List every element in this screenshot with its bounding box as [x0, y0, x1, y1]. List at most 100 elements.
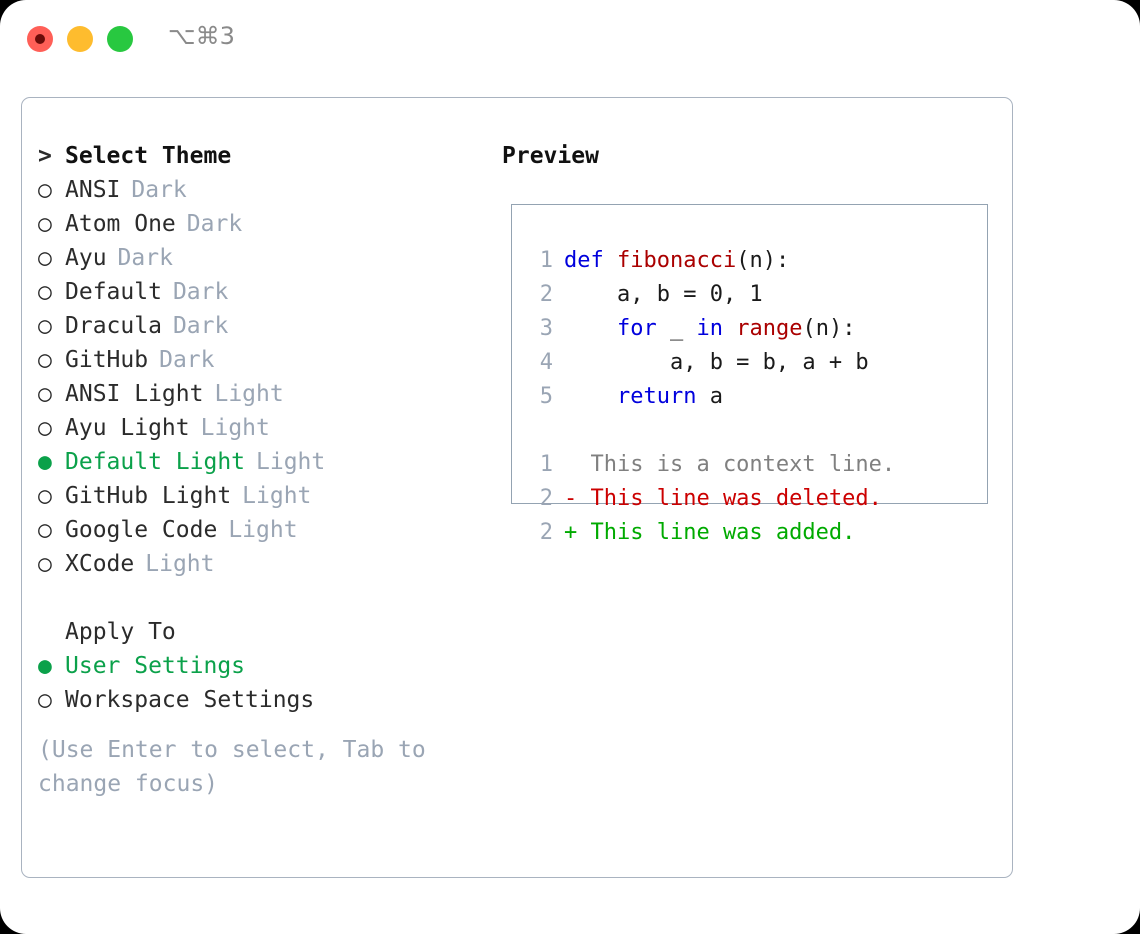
code-token	[723, 316, 736, 341]
theme-option-label: ANSI	[65, 177, 121, 203]
apply-to-header-label: Apply To	[65, 619, 176, 645]
line-number: 2	[539, 486, 553, 511]
theme-variant-tag: Light	[256, 449, 326, 475]
theme-variant-tag: Dark	[117, 245, 173, 271]
theme-option-ansi-light[interactable]: ○ ANSI Light Light	[38, 381, 478, 415]
code-token	[604, 248, 617, 273]
line-number: 1	[539, 452, 553, 477]
code-line: 2 a, b = 0, 1	[523, 282, 983, 316]
code-token: a, b = 0, 1	[564, 282, 763, 307]
code-token: (n):	[736, 248, 790, 273]
radio-unselected-icon: ○	[38, 687, 52, 713]
code-token: fibonacci	[617, 248, 737, 273]
code-token: a	[696, 384, 723, 409]
code-token: for	[616, 316, 657, 341]
diff-line-text: - This line was deleted.	[564, 486, 882, 511]
code-token	[564, 384, 617, 409]
keyboard-shortcut-label: ⌥⌘3	[168, 22, 235, 50]
line-number: 2	[539, 282, 553, 307]
code-line-text: a, b = 0, 1	[564, 282, 763, 307]
theme-variant-tag: Light	[228, 517, 298, 543]
theme-option-label: Ayu	[65, 245, 107, 271]
code-diff-separator	[523, 418, 983, 452]
list-spacer	[38, 585, 478, 619]
radio-unselected-icon: ○	[38, 517, 52, 543]
radio-unselected-icon: ○	[38, 347, 52, 373]
line-number: 5	[539, 384, 553, 409]
theme-option-label: ANSI Light	[65, 381, 204, 407]
theme-option-label: Default Light	[65, 449, 246, 475]
code-token: _	[656, 316, 697, 341]
theme-option-label: Dracula	[65, 313, 162, 339]
radio-unselected-icon: ○	[38, 381, 52, 407]
theme-variant-tag: Light	[200, 415, 270, 441]
radio-unselected-icon: ○	[38, 483, 52, 509]
line-number: 3	[539, 316, 553, 341]
theme-option-xcode[interactable]: ○ XCode Light	[38, 551, 478, 585]
apply-to-option-workspace-settings[interactable]: ○ Workspace Settings	[38, 687, 478, 721]
theme-option-dracula[interactable]: ○ Dracula Dark	[38, 313, 478, 347]
diff-line-text: This is a context line.	[564, 452, 896, 477]
code-line: 5 return a	[523, 384, 983, 418]
code-line: 3 for _ in range(n):	[523, 316, 983, 350]
radio-unselected-icon: ○	[38, 279, 52, 305]
line-number: 2	[539, 520, 553, 545]
theme-variant-tag: Dark	[172, 279, 229, 305]
radio-unselected-icon: ○	[38, 551, 52, 577]
theme-variant-tag: Dark	[172, 313, 229, 339]
radio-selected-icon: ●	[38, 449, 52, 475]
radio-unselected-icon: ○	[38, 415, 52, 441]
radio-unselected-icon: ○	[38, 313, 52, 339]
theme-variant-tag: Dark	[186, 211, 243, 237]
diff-line: 2 + This line was added.	[523, 520, 983, 554]
keyboard-hint: (Use Enter to select, Tab to change focu…	[38, 737, 426, 797]
theme-option-default-light[interactable]: ● Default Light Light	[38, 449, 478, 483]
maximize-button[interactable]	[107, 26, 133, 52]
apply-to-option-user-settings[interactable]: ● User Settings	[38, 653, 478, 687]
apply-to-header: ○ Apply To	[38, 619, 478, 653]
radio-selected-icon: ●	[38, 653, 52, 679]
code-token	[564, 316, 617, 341]
diff-line: 2 - This line was deleted.	[523, 486, 983, 520]
theme-option-label: GitHub Light	[65, 483, 232, 509]
code-line-text: return a	[564, 384, 723, 409]
close-button[interactable]	[27, 26, 53, 52]
code-line: 4 a, b = b, a + b	[523, 350, 983, 384]
code-token: range	[736, 316, 803, 341]
code-line-text: a, b = b, a + b	[564, 350, 869, 375]
apply-to-option-label: Workspace Settings	[65, 687, 315, 713]
code-token: return	[616, 384, 697, 409]
code-token: def	[564, 248, 604, 273]
select-theme-header-label: Select Theme	[65, 143, 232, 169]
theme-variant-tag: Dark	[131, 177, 187, 203]
theme-variant-tag: Light	[145, 551, 215, 577]
theme-variant-tag: Light	[214, 381, 284, 407]
code-line-text: for _ in range(n):	[564, 316, 855, 341]
diff-line-text: + This line was added.	[564, 520, 856, 545]
code-line-text: def fibonacci(n):	[564, 248, 789, 273]
title-bar: ⌥⌘3	[0, 0, 1140, 78]
apply-to-option-label: User Settings	[65, 653, 246, 679]
minimize-button[interactable]	[67, 26, 93, 52]
select-theme-header: > Select Theme	[38, 143, 478, 177]
theme-option-label: XCode	[65, 551, 135, 577]
theme-option-label: GitHub	[65, 347, 149, 373]
line-number: 4	[539, 350, 553, 375]
